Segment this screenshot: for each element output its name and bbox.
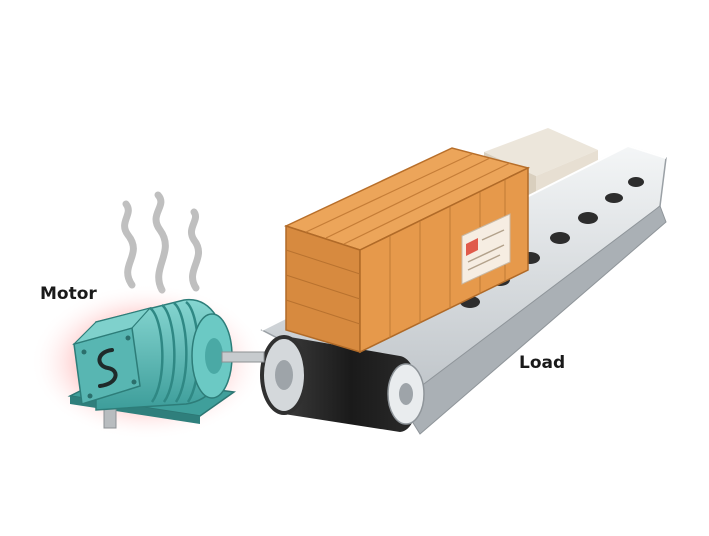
heat-waves-icon xyxy=(121,191,203,294)
conveyor-belt-drum xyxy=(260,335,425,432)
load-label: Load xyxy=(519,353,566,373)
motor-label: Motor xyxy=(40,284,97,304)
swirl-icon xyxy=(97,348,118,388)
electric-motor xyxy=(67,299,265,429)
wooden-crate xyxy=(283,147,531,354)
